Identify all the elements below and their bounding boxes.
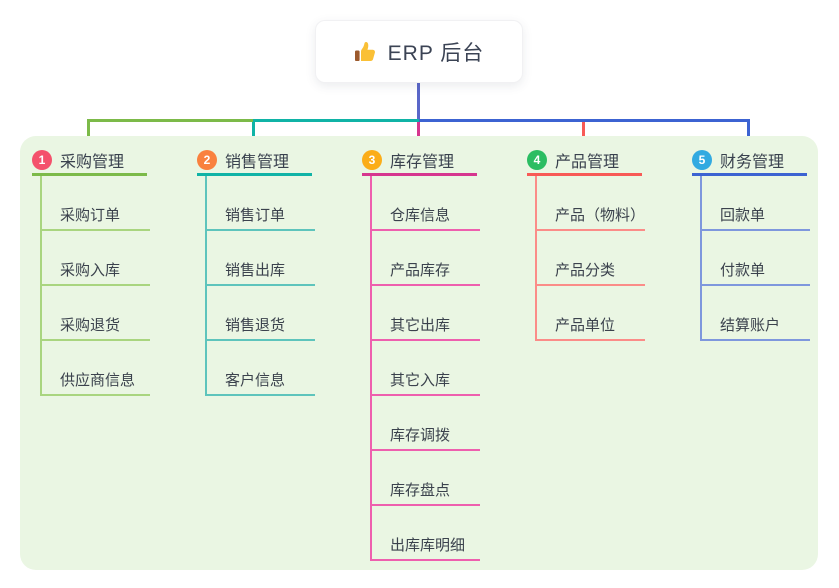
branch-number-badge: 5: [692, 149, 712, 170]
child-node[interactable]: 出库库明细: [372, 506, 480, 561]
child-node[interactable]: 采购退货: [42, 286, 150, 341]
branch-label: 库存管理: [390, 153, 455, 171]
branch-number-badge: 4: [527, 149, 547, 170]
child-node[interactable]: 采购订单: [42, 176, 150, 231]
branch-children: 回款单 付款单 结算账户: [700, 176, 810, 341]
branch-header-purchase[interactable]: 1 采购管理: [32, 146, 147, 176]
child-node[interactable]: 供应商信息: [42, 341, 150, 396]
connector-drop-branch-1: [87, 119, 90, 150]
branches-panel: [20, 136, 818, 570]
child-node[interactable]: 销售出库: [207, 231, 315, 286]
thumbs-up-icon: [354, 41, 375, 61]
branch-product: 4 产品管理 产品（物料） 产品分类 产品单位: [527, 146, 677, 341]
branch-number-badge: 1: [32, 149, 52, 170]
child-node[interactable]: 销售退货: [207, 286, 315, 341]
connector-bus-blue: [419, 119, 750, 122]
child-node[interactable]: 付款单: [702, 231, 810, 286]
child-node[interactable]: 结算账户: [702, 286, 810, 341]
branch-sales: 2 销售管理 销售订单 销售出库 销售退货 客户信息: [197, 146, 347, 396]
branch-children: 采购订单 采购入库 采购退货 供应商信息: [40, 176, 150, 396]
child-node[interactable]: 产品分类: [537, 231, 645, 286]
branch-label: 销售管理: [225, 153, 290, 171]
branch-header-inventory[interactable]: 3 库存管理: [362, 146, 477, 176]
child-node[interactable]: 库存盘点: [372, 451, 480, 506]
connector-root-vertical: [417, 83, 420, 122]
connector-drop-branch-5: [747, 119, 750, 150]
branch-children: 销售订单 销售出库 销售退货 客户信息: [205, 176, 315, 396]
branch-children: 产品（物料） 产品分类 产品单位: [535, 176, 645, 341]
branch-inventory: 3 库存管理 仓库信息 产品库存 其它出库 其它入库 库存调拨 库存盘点 出库库…: [362, 146, 512, 561]
branch-number-badge: 3: [362, 149, 382, 170]
child-node[interactable]: 其它入库: [372, 341, 480, 396]
child-node[interactable]: 客户信息: [207, 341, 315, 396]
connector-drop-branch-4: [582, 119, 585, 150]
child-node[interactable]: 产品（物料）: [537, 176, 645, 231]
connector-drop-branch-3: [417, 121, 420, 150]
child-node[interactable]: 产品单位: [537, 286, 645, 341]
child-node[interactable]: 仓库信息: [372, 176, 480, 231]
root-node[interactable]: ERP 后台: [315, 20, 523, 83]
child-node[interactable]: 库存调拨: [372, 396, 480, 451]
branch-header-finance[interactable]: 5 财务管理: [692, 146, 807, 176]
child-node[interactable]: 其它出库: [372, 286, 480, 341]
branch-label: 采购管理: [60, 153, 125, 171]
child-node[interactable]: 销售订单: [207, 176, 315, 231]
child-node[interactable]: 回款单: [702, 176, 810, 231]
connector-bus-teal: [253, 119, 419, 122]
branch-header-sales[interactable]: 2 销售管理: [197, 146, 312, 176]
branch-children: 仓库信息 产品库存 其它出库 其它入库 库存调拨 库存盘点 出库库明细: [370, 176, 480, 561]
child-node[interactable]: 产品库存: [372, 231, 480, 286]
branch-purchase: 1 采购管理 采购订单 采购入库 采购退货 供应商信息: [32, 146, 182, 396]
branch-label: 产品管理: [555, 153, 620, 171]
branch-label: 财务管理: [720, 153, 785, 171]
branch-header-product[interactable]: 4 产品管理: [527, 146, 642, 176]
connector-bus-green: [87, 119, 253, 122]
child-node[interactable]: 采购入库: [42, 231, 150, 286]
branch-number-badge: 2: [197, 149, 217, 170]
root-title: ERP 后台: [387, 41, 485, 65]
branch-finance: 5 财务管理 回款单 付款单 结算账户: [692, 146, 839, 341]
connector-drop-branch-2: [252, 119, 255, 150]
